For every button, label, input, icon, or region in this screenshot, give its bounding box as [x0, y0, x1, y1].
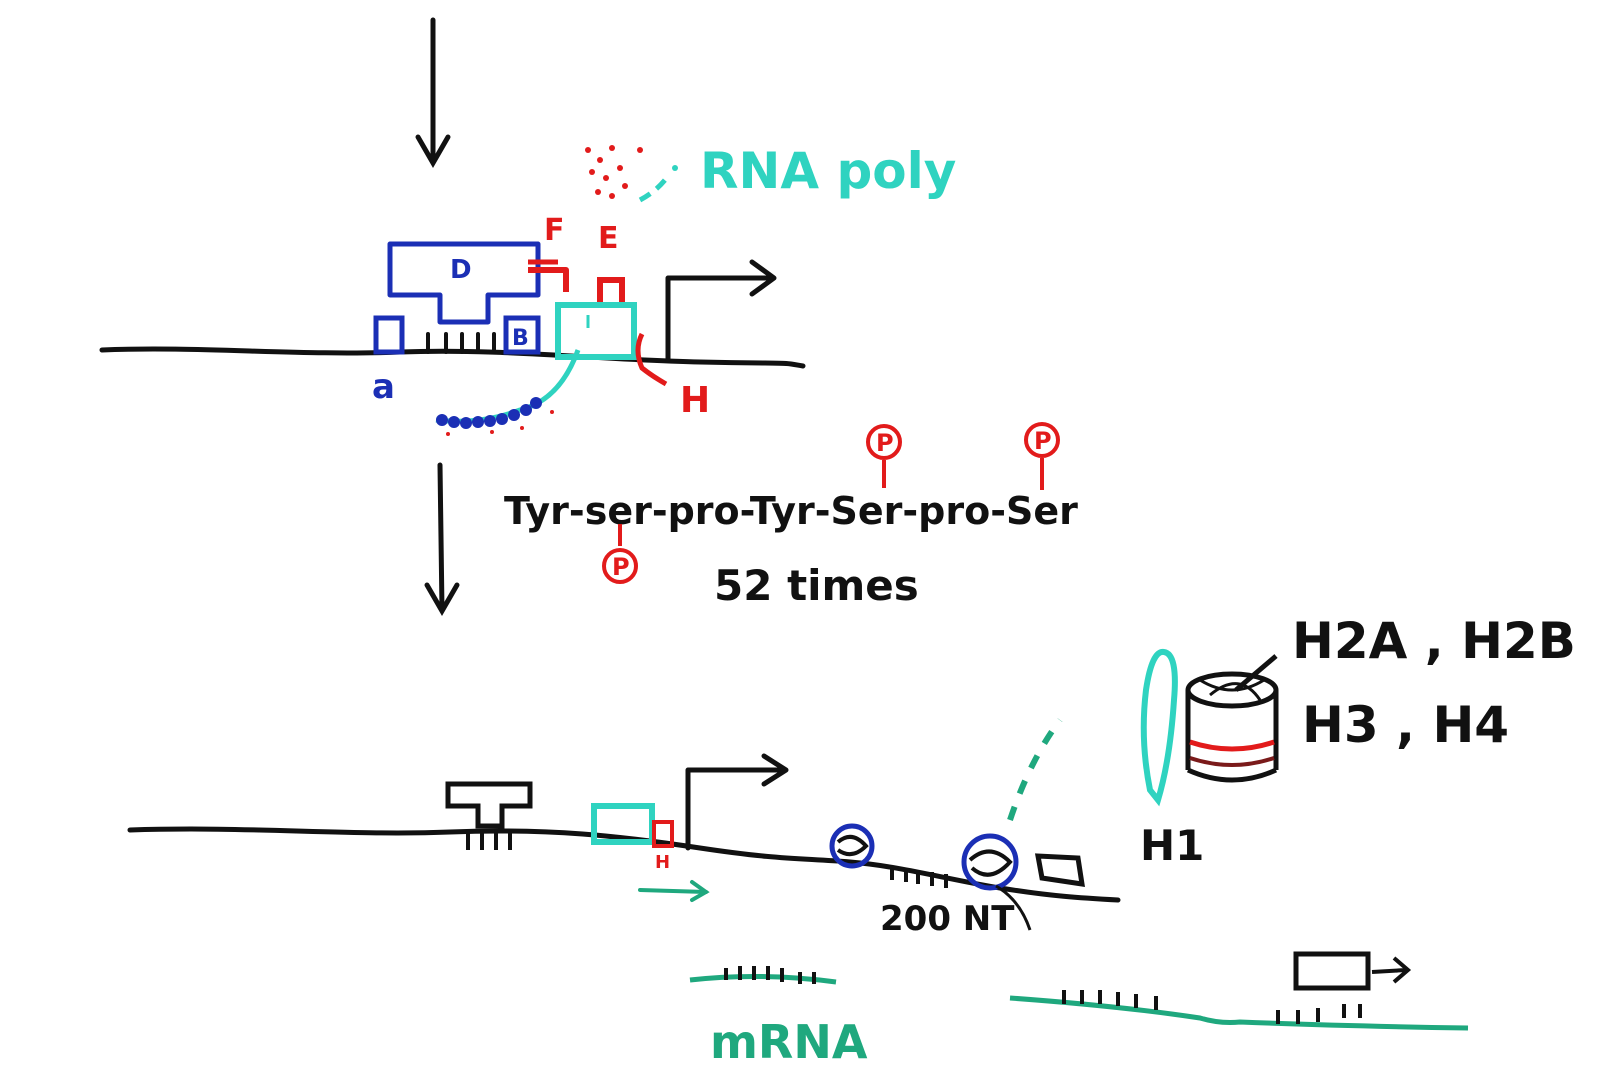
svg-text:P: P	[612, 553, 630, 581]
tata-ticks	[426, 332, 496, 354]
linker-ticks	[890, 866, 948, 888]
direction-arrow-green	[638, 880, 710, 902]
histones-h2a-h2b: H2A , H2B	[1292, 612, 1576, 670]
factor-a-box	[373, 315, 405, 355]
small-box-right	[1034, 853, 1085, 887]
phospho-p-2: P	[1024, 422, 1060, 490]
phospho-p-3: P	[602, 524, 638, 584]
down-arrow-top	[415, 17, 451, 169]
rna-poly-label: RNA poly	[700, 142, 956, 200]
histone-octamer	[1185, 654, 1279, 783]
svg-text:P: P	[1034, 427, 1052, 455]
downstream-strand	[1009, 951, 1469, 1031]
nt-label: 200 NT	[880, 899, 1015, 939]
h1-loop	[1140, 649, 1178, 807]
rna-pol-ii-box	[555, 302, 637, 360]
mrna-strand	[689, 966, 837, 985]
tfiih-h-shape	[635, 332, 668, 387]
dna-strand-top	[99, 346, 806, 369]
h-box-bottom	[652, 820, 674, 848]
b-label: B	[512, 326, 529, 351]
e-label: E	[598, 221, 619, 256]
h-small-label: H	[655, 852, 670, 873]
phospho-p-1: P	[866, 424, 902, 488]
h1-label: H1	[1140, 821, 1204, 870]
bound-factor-t	[445, 781, 533, 829]
dashed-arc	[1007, 718, 1063, 821]
tfiif-f-shape	[528, 267, 569, 292]
nucleosome-2	[961, 833, 1032, 931]
repeat-count: 52 times	[714, 561, 919, 610]
a-label: a	[372, 367, 395, 407]
mrna-label: mRNA	[710, 1015, 868, 1069]
ctd-sequence: Tyr-ser-pro-Tyr-Ser-pro-Ser	[504, 489, 1078, 533]
f-label: F	[544, 213, 565, 248]
tfiib-b-box	[503, 315, 541, 355]
nucleosome-1	[829, 823, 875, 869]
down-arrow-middle	[424, 462, 460, 617]
bottom-ticks-1	[466, 832, 512, 850]
tfiie-e-shape	[597, 277, 625, 302]
ctd-tail	[435, 349, 581, 436]
tss-arrow-top	[665, 259, 777, 363]
d-label: D	[450, 255, 472, 285]
tss-arrow-bottom	[685, 753, 789, 851]
histones-h3-h4: H3 , H4	[1302, 696, 1509, 754]
svg-text:P: P	[876, 429, 894, 457]
rna-poly-dots	[585, 145, 678, 203]
h-label: H	[680, 380, 710, 421]
